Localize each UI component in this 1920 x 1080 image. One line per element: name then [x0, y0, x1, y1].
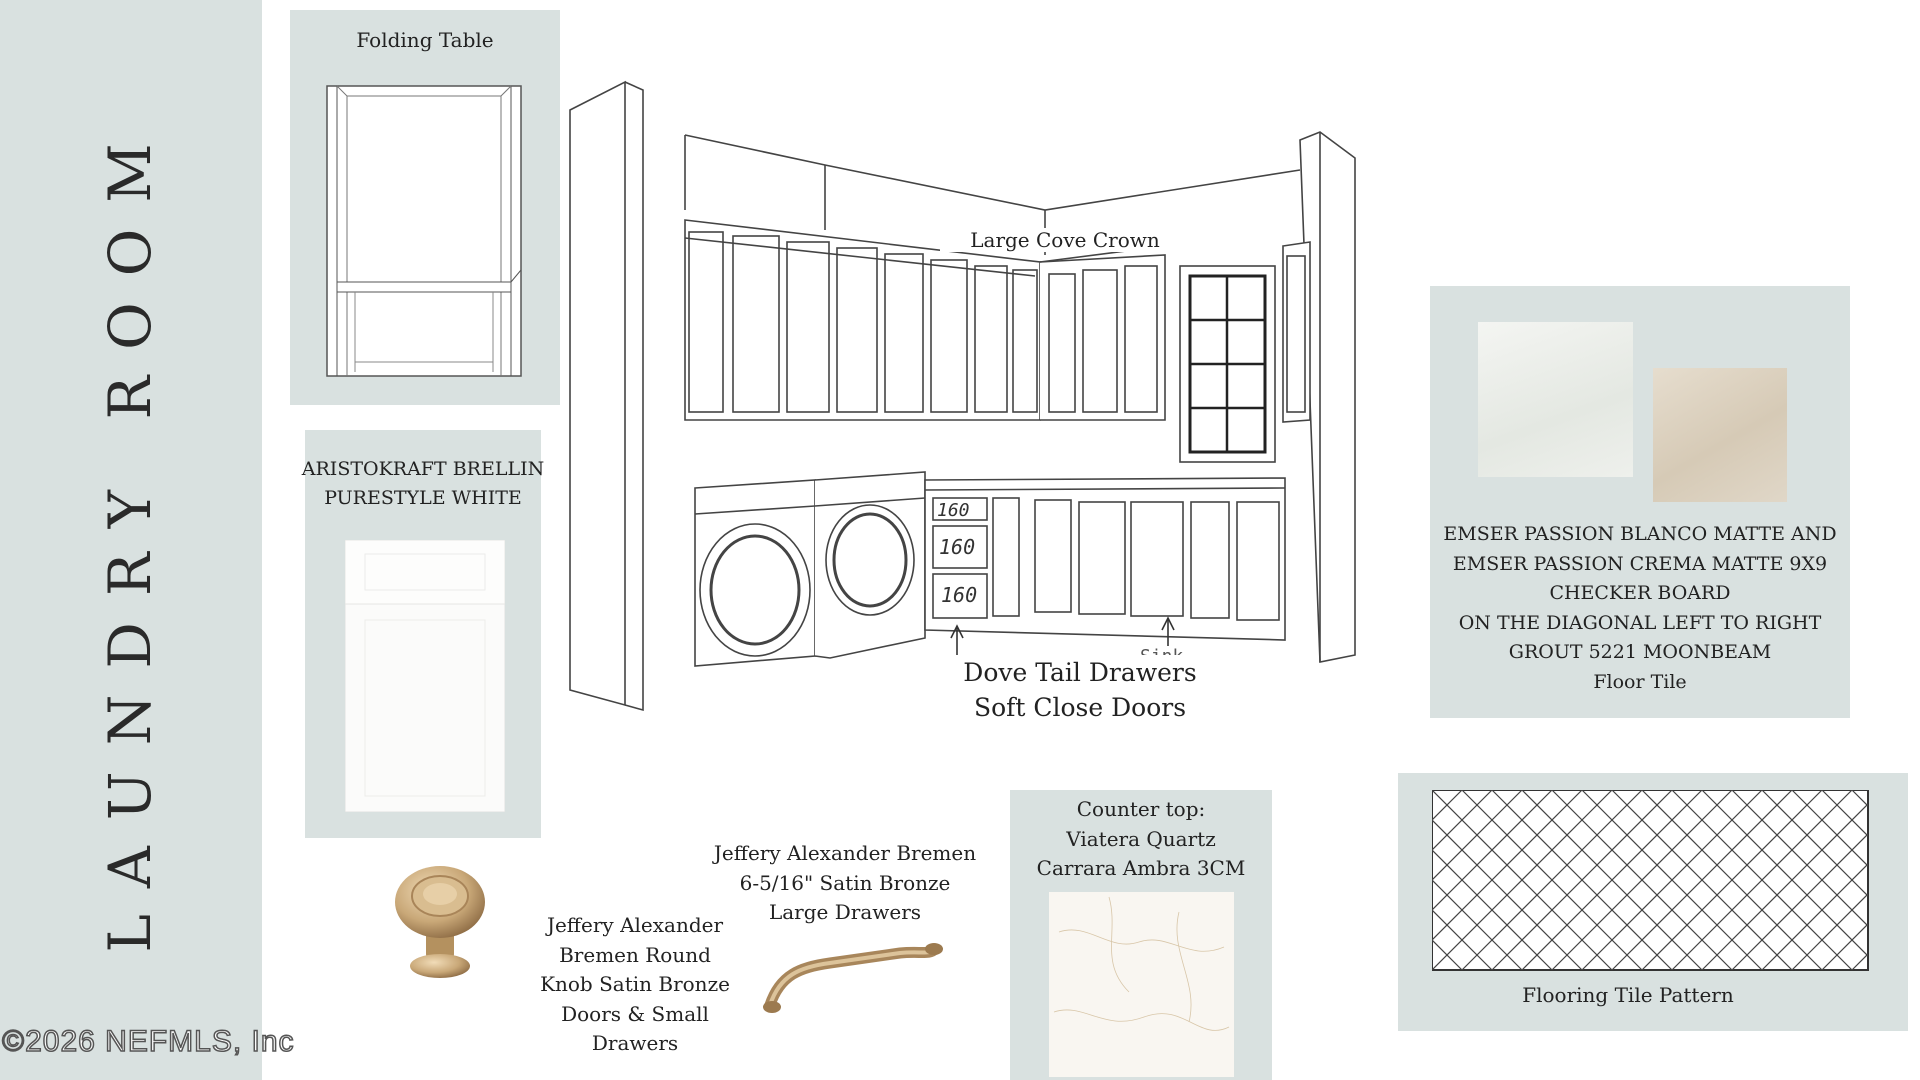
folding-table-label: Folding Table	[356, 28, 494, 52]
tile-pattern-drawing	[1432, 790, 1869, 971]
drawer-mark-2: 160	[939, 535, 975, 559]
cabinet-sample-label: ARISTOKRAFT BRELLIN PURESTYLE WHITE	[301, 458, 545, 509]
floor-tile-label: EMSER PASSION BLANCO MATTE AND EMSER PAS…	[1443, 523, 1837, 693]
room-title: LAUNDRY ROOM	[96, 117, 164, 953]
knob-label: Jeffery Alexander Bremen Round Knob Sati…	[540, 913, 730, 1055]
folding-table-drawing	[326, 85, 522, 377]
pull-label: Jeffery Alexander Bremen 6-5/16" Satin B…	[713, 841, 977, 924]
drawer-pull-image	[763, 943, 943, 1013]
tile-swatch-blanco	[1478, 322, 1633, 477]
tile-swatch-crema	[1653, 368, 1787, 502]
cabinet-knob-image	[395, 866, 485, 978]
drawers-label: Dove Tail Drawers Soft Close Doors	[940, 655, 1220, 725]
countertop-label: Counter top: Viatera Quartz Carrara Ambr…	[1036, 797, 1246, 880]
countertop-swatch	[1049, 892, 1234, 1077]
sidebar-panel: LAUNDRY ROOM	[0, 0, 262, 1080]
drawer-mark-1: 160	[937, 500, 970, 521]
copyright-watermark: ©2026 NEFMLS, Inc	[1, 1024, 295, 1059]
drawer-mark-3: 160	[941, 583, 977, 607]
tile-pattern-label: Flooring Tile Pattern	[1522, 983, 1734, 1007]
laundry-elevation-drawing: 160 160 160 Sink	[569, 80, 1356, 712]
cabinet-door-swatch	[345, 540, 505, 812]
crown-label: Large Cove Crown	[940, 228, 1190, 252]
